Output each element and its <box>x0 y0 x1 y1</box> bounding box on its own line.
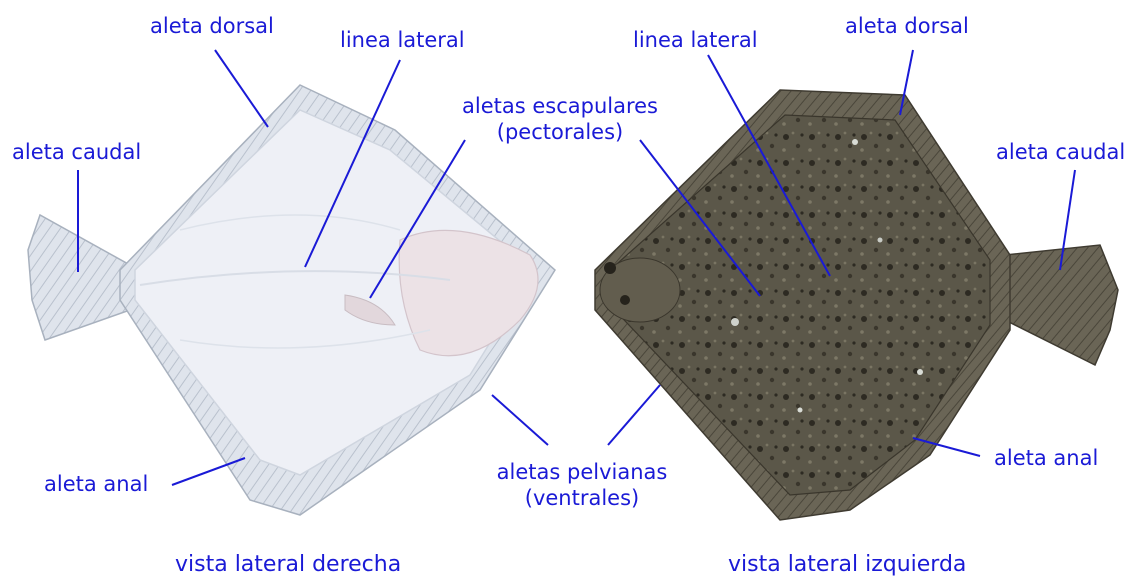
label-left-lateral-line: linea lateral <box>340 27 465 53</box>
label-pectoral-fins-line2: (pectorales) <box>450 119 670 145</box>
label-pectoral-fins: aletas escapulares (pectorales) <box>450 93 670 145</box>
caption-left-side-view: vista lateral izquierda <box>728 552 966 577</box>
label-pectoral-fins-line1: aletas escapulares <box>450 93 670 119</box>
label-left-dorsal-fin: aleta dorsal <box>150 13 274 39</box>
label-pelvic-fins: aletas pelvianas (ventrales) <box>466 459 698 511</box>
label-left-anal-fin: aleta anal <box>44 471 148 497</box>
label-right-anal-fin: aleta anal <box>994 445 1098 471</box>
label-right-lateral-line: linea lateral <box>633 27 758 53</box>
label-right-dorsal-fin: aleta dorsal <box>845 13 969 39</box>
label-pelvic-fins-line1: aletas pelvianas <box>466 459 698 485</box>
label-pelvic-fins-line2: (ventrales) <box>466 485 698 511</box>
label-right-caudal-fin: aleta caudal <box>996 139 1125 165</box>
caption-right-side-view: vista lateral derecha <box>175 552 401 577</box>
label-left-caudal-fin: aleta caudal <box>12 139 141 165</box>
